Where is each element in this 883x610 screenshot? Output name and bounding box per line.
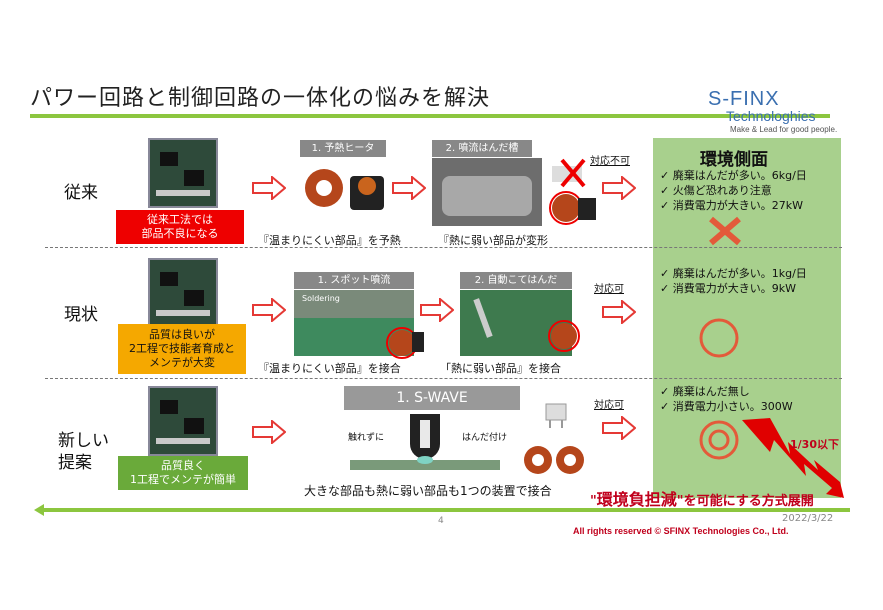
env-current-2: ✓ 消費電力が大きい。9kW [660,282,796,295]
right-arrow-icon [602,300,636,324]
coil-highlight-image [386,327,424,359]
coil-highlight-image [548,320,580,352]
damaged-coil-image [549,191,596,225]
row-label-conventional: 従来 [64,183,98,203]
caption-preheat: 『温まりにくい部品』を予熱 [258,234,401,247]
right-arrow-icon [252,176,286,200]
env-proposal-1: ✓ 廃棄はんだ無し [660,385,750,398]
bottom-arrow-head [34,504,44,516]
brand-name-sub: Technologhies [726,108,816,124]
circle-icon [699,318,739,358]
environment-panel [653,138,841,498]
support-status-proposal: 対応可 [594,400,624,411]
status-conventional: 従来工法では 部品不良になる [116,210,244,244]
env-current-1: ✓ 廃棄はんだが多い。1kg/日 [660,267,807,280]
solder-bath-image [432,158,542,226]
s-wave-nozzle-image [350,414,500,470]
right-arrow-icon [392,176,426,200]
caption-spot-join: 『温まりにくい部品』を接合 [258,362,401,375]
page-number: 4 [438,516,444,526]
double-circle-icon [699,420,739,460]
row-divider [45,378,842,379]
stage-label-wave-solder: 2. 噴流はんだ槽 [432,140,532,157]
right-arrow-icon [252,420,286,444]
slide-date: 2022/3/22 [782,513,834,524]
auto-iron-image [460,290,572,356]
right-arrow-icon [252,298,286,322]
env-proposal-2: ✓ 消費電力小さい。300W [660,400,793,413]
eco-rest: を可能にする方式展開 [683,494,814,509]
caption-s-wave: 大きな部品も熱に弱い部品も1つの装置で接合 [304,484,552,498]
copyright: All rights reserved © SFINX Technologies… [573,526,789,536]
note-soldering: はんだ付け [462,433,508,443]
page-title: パワー回路と制御回路の一体化の悩みを解決 [30,86,491,111]
circuit-board-image [148,386,218,456]
env-conventional-1: ✓ 廃棄はんだが多い。6kg/日 [660,169,807,182]
stage-label-s-wave: 1. S-WAVE [344,386,520,410]
row-label-current: 現状 [64,305,98,325]
toroidal-coil-image [305,169,384,210]
title-underline [30,114,830,118]
brand-tagline: Make & Lead for good people. [730,125,838,134]
coil-pair-image [524,446,584,474]
circuit-board-image [148,138,218,208]
support-status-current: 対応可 [594,284,624,295]
component-image [545,403,567,428]
caption-iron-join: 「熱に弱い部品』を接合 [440,362,561,375]
environment-heading: 環境側面 [700,150,768,170]
circuit-board-image [148,258,218,328]
brand-name: S-FINX [708,88,780,110]
row-label-proposal: 新しい 提案 [58,431,109,473]
soldering-label: Soldering [302,294,340,303]
bottom-arrow [40,508,850,512]
eco-statement: "環境負担減"を可能にする方式展開 [590,490,814,509]
cross-icon [709,216,741,246]
cross-icon [552,158,586,188]
row-divider [45,247,842,248]
stage-label-spot-wave: 1. スポット噴流 [294,272,414,289]
caption-deform: 『熱に弱い部品が変形 [438,234,548,247]
reduction-ratio: 1/30以下 [790,438,839,451]
right-arrow-icon [420,298,454,322]
status-current: 品質は良いが 2工程で技能者育成と メンテが大変 [118,324,246,374]
reduction-arrow-icon [742,418,844,498]
right-arrow-icon [602,176,636,200]
eco-keyword: 環境負担減 [596,490,677,509]
stage-label-auto-iron: 2. 自動こてはんだ [460,272,572,289]
env-conventional-2: ✓ 火傷ど恐れあり注意 [660,184,772,197]
stage-label-preheat: 1. 予熱ヒータ [300,140,386,157]
note-contactless: 触れずに [348,433,385,443]
status-proposal: 品質良く 1工程でメンテが簡単 [118,456,248,490]
support-status-conventional: 対応不可 [590,156,630,167]
env-conventional-3: ✓ 消費電力が大きい。27kW [660,199,803,212]
right-arrow-icon [602,416,636,440]
